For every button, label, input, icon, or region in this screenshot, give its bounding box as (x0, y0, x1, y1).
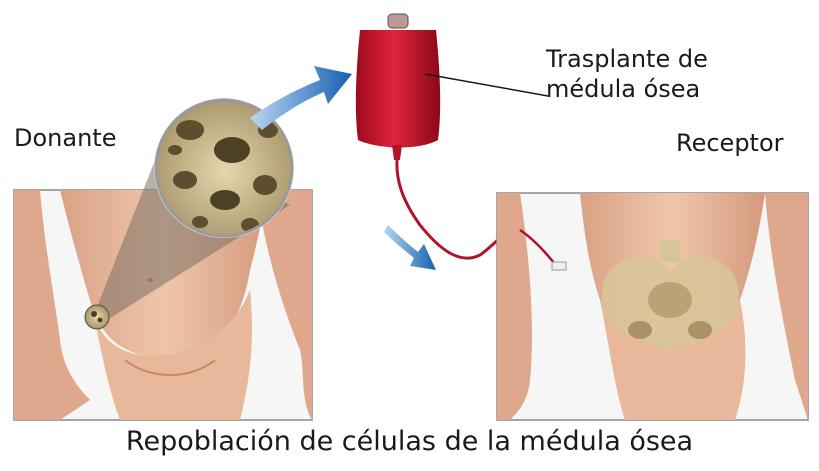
bag-label-line2: médula ósea (546, 74, 708, 104)
blood-bag-icon (356, 14, 520, 258)
donor-label: Donante (14, 124, 116, 152)
bag-pointer-line (425, 74, 548, 96)
bag-label: Trasplante de médula ósea (546, 44, 708, 104)
bag-label-line1: Trasplante de (546, 44, 708, 74)
transfer-arrow-icon (250, 66, 352, 130)
recipient-label: Receptor (676, 129, 784, 157)
small-arrow-icon (384, 225, 436, 270)
caption: Repoblación de células de la médula ósea (0, 426, 819, 457)
recipient-panel (497, 193, 808, 420)
